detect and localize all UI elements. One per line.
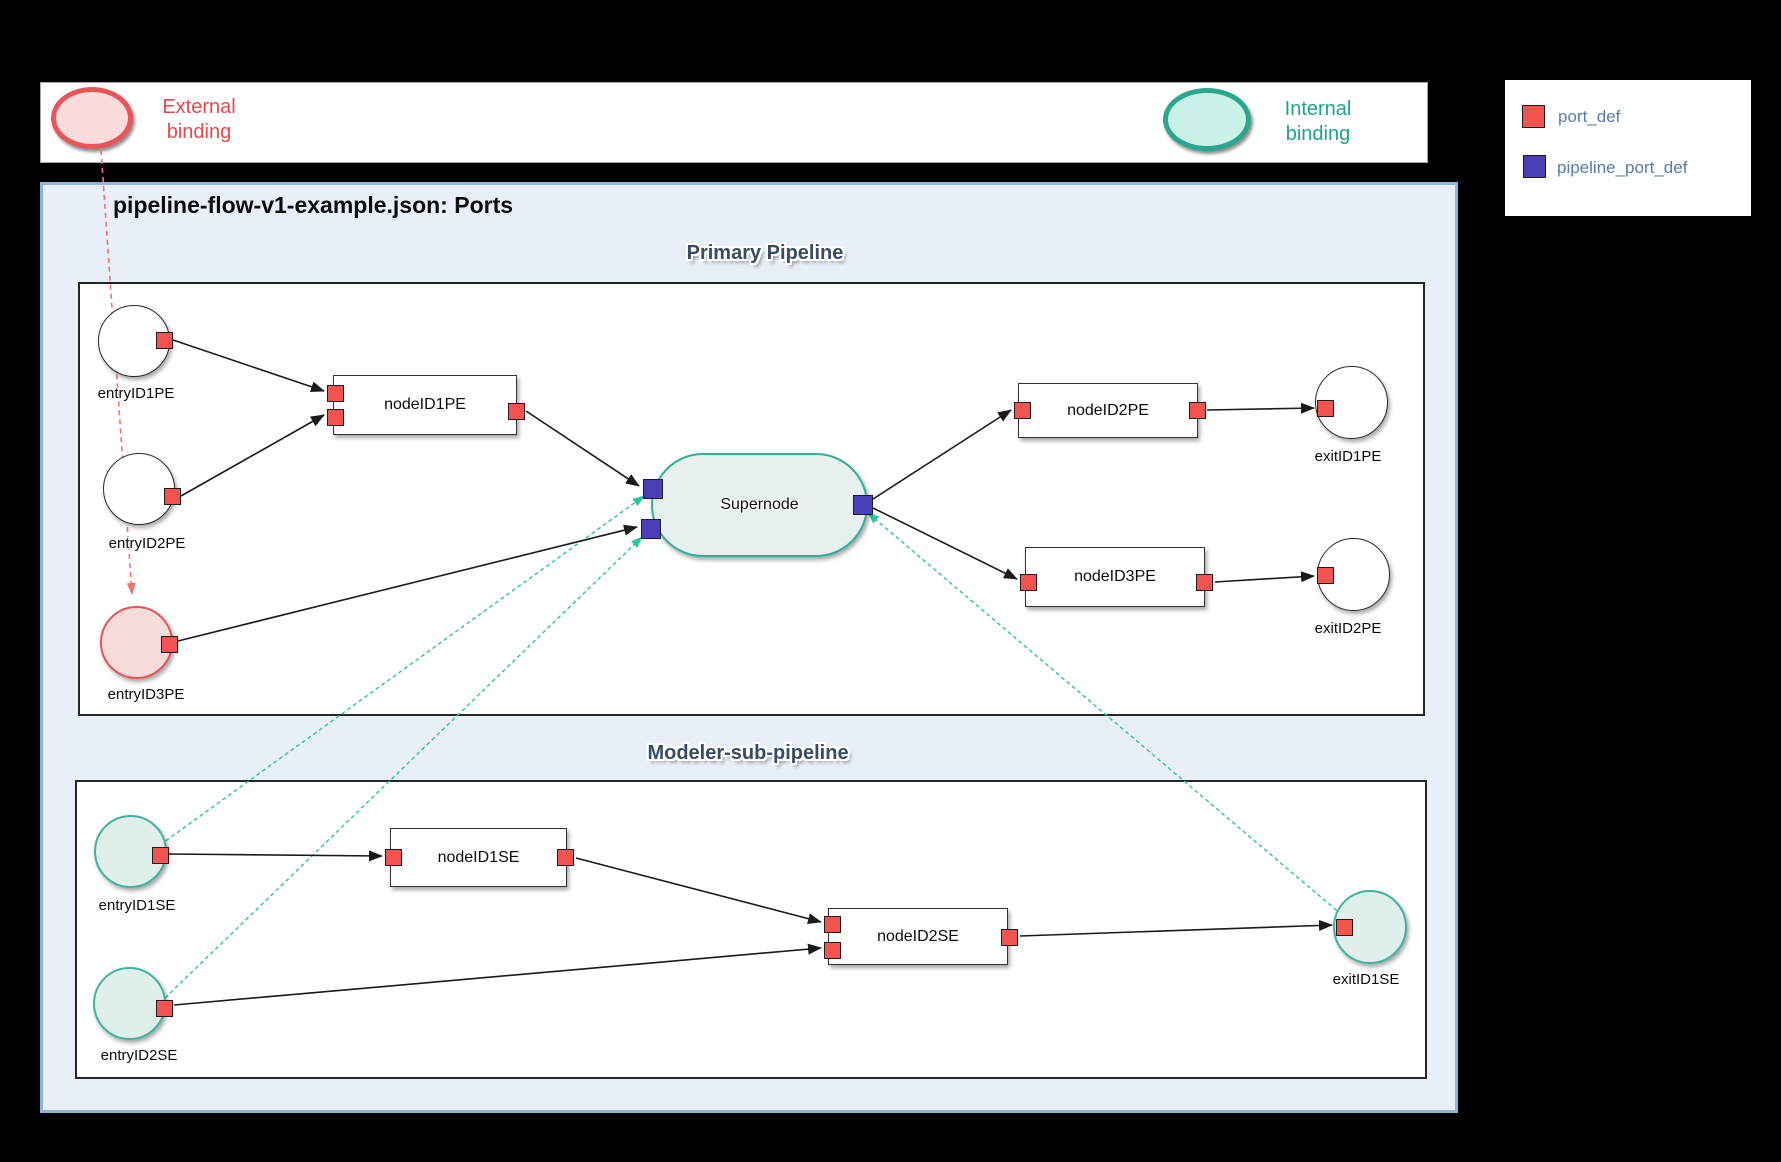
supernode-input-port-2 xyxy=(641,519,661,539)
supernode-input-port-1 xyxy=(643,479,663,499)
port-legend-panel: port_def pipeline_port_def xyxy=(1505,80,1751,216)
external-binding-ellipse-icon xyxy=(51,87,133,149)
exit1pe-label: exitID1PE xyxy=(1314,448,1382,465)
supernode-text: Supernode xyxy=(720,496,799,513)
exit1pe-port xyxy=(1317,400,1334,417)
exit1se-node xyxy=(1333,890,1407,964)
pipeline-port-def-swatch-icon xyxy=(1523,155,1546,178)
entry1pe-port xyxy=(156,332,173,349)
node2se-text: nodeID2SE xyxy=(877,927,959,945)
exit2pe-node xyxy=(1317,538,1390,611)
node1se-text: nodeID1SE xyxy=(437,848,520,866)
entry1se-port xyxy=(152,847,169,864)
entry2se-node xyxy=(93,967,173,1040)
entry1se-node xyxy=(94,815,169,888)
entry2pe-port xyxy=(164,488,181,505)
node1pe-input-port-2 xyxy=(327,409,344,426)
node2pe-node: nodeID2PE xyxy=(1014,383,1206,438)
node1se-node: nodeID1SE xyxy=(385,828,574,887)
node2pe-text: nodeID2PE xyxy=(1067,401,1149,419)
supernode-output-port xyxy=(853,495,873,515)
node2pe-output-port xyxy=(1189,402,1206,419)
node1se-input-port xyxy=(385,849,402,866)
exit2pe-port xyxy=(1317,567,1334,584)
binding-legend-bar: External binding Internal binding xyxy=(40,82,1428,163)
node1pe-text: nodeID1PE xyxy=(384,396,466,413)
node1se-output-port xyxy=(557,849,574,866)
port-def-swatch-icon xyxy=(1522,105,1545,128)
internal-binding-ellipse-icon xyxy=(1163,88,1251,151)
entry3pe-label: entryID3PE xyxy=(107,686,185,703)
port-def-label: port_def xyxy=(1558,107,1621,126)
node2se-output-port xyxy=(1001,929,1018,946)
entry1se-label: entryID1SE xyxy=(98,897,176,914)
exit1se-label: exitID1SE xyxy=(1332,971,1400,988)
diagram-title: pipeline-flow-v1-example.json: Ports xyxy=(113,192,514,218)
entry2pe-label: entryID2PE xyxy=(108,535,186,552)
node2pe-input-port xyxy=(1014,402,1031,419)
node1pe-output-port xyxy=(508,403,525,420)
node3pe-node: nodeID3PE xyxy=(1020,547,1213,607)
entry2pe-node xyxy=(103,453,181,525)
node3pe-text: nodeID3PE xyxy=(1074,568,1156,585)
entry1pe-node xyxy=(98,305,173,377)
sub-pipeline-box xyxy=(75,780,1427,1079)
node1pe-node: nodeID1PE xyxy=(327,375,525,435)
exit1pe-node xyxy=(1315,366,1388,439)
entry3pe-port xyxy=(161,636,178,653)
node2se-node: nodeID2SE xyxy=(824,908,1018,965)
sub-pipeline-title: Modeler-sub-pipeline xyxy=(647,742,849,764)
pipeline-port-def-label: pipeline_port_def xyxy=(1557,158,1688,177)
entry1pe-label: entryID1PE xyxy=(97,385,175,402)
node2se-input-port-2 xyxy=(824,942,841,959)
node3pe-input-port xyxy=(1020,574,1037,591)
node1pe-input-port-1 xyxy=(327,385,344,402)
exit2pe-label: exitID2PE xyxy=(1314,620,1382,637)
entry3pe-node xyxy=(100,606,178,679)
entry2se-label: entryID2SE xyxy=(100,1047,178,1064)
entry2se-port xyxy=(156,1000,173,1017)
primary-pipeline-title: Primary Pipeline xyxy=(686,242,844,264)
external-binding-label: External binding xyxy=(162,96,236,143)
exit1se-port xyxy=(1336,919,1353,936)
internal-binding-label: Internal binding xyxy=(1284,98,1352,145)
node2se-input-port-1 xyxy=(824,916,841,933)
node3pe-output-port xyxy=(1196,574,1213,591)
supernode-node: Supernode xyxy=(641,453,873,557)
